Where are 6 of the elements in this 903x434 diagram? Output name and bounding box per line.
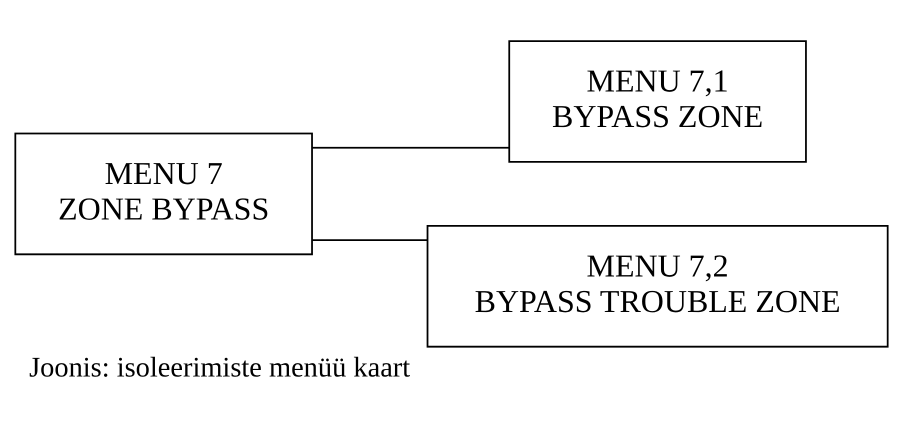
node-box: MENU 7 ZONE BYPASS — [14, 132, 313, 256]
connector — [312, 239, 428, 241]
node-box: MENU 7,2 BYPASS TROUBLE ZONE — [426, 225, 889, 348]
node-box: MENU 7,1 BYPASS ZONE — [508, 40, 807, 163]
caption: Joonis: isoleerimiste menüü kaart — [29, 352, 410, 384]
connector — [312, 146, 510, 149]
